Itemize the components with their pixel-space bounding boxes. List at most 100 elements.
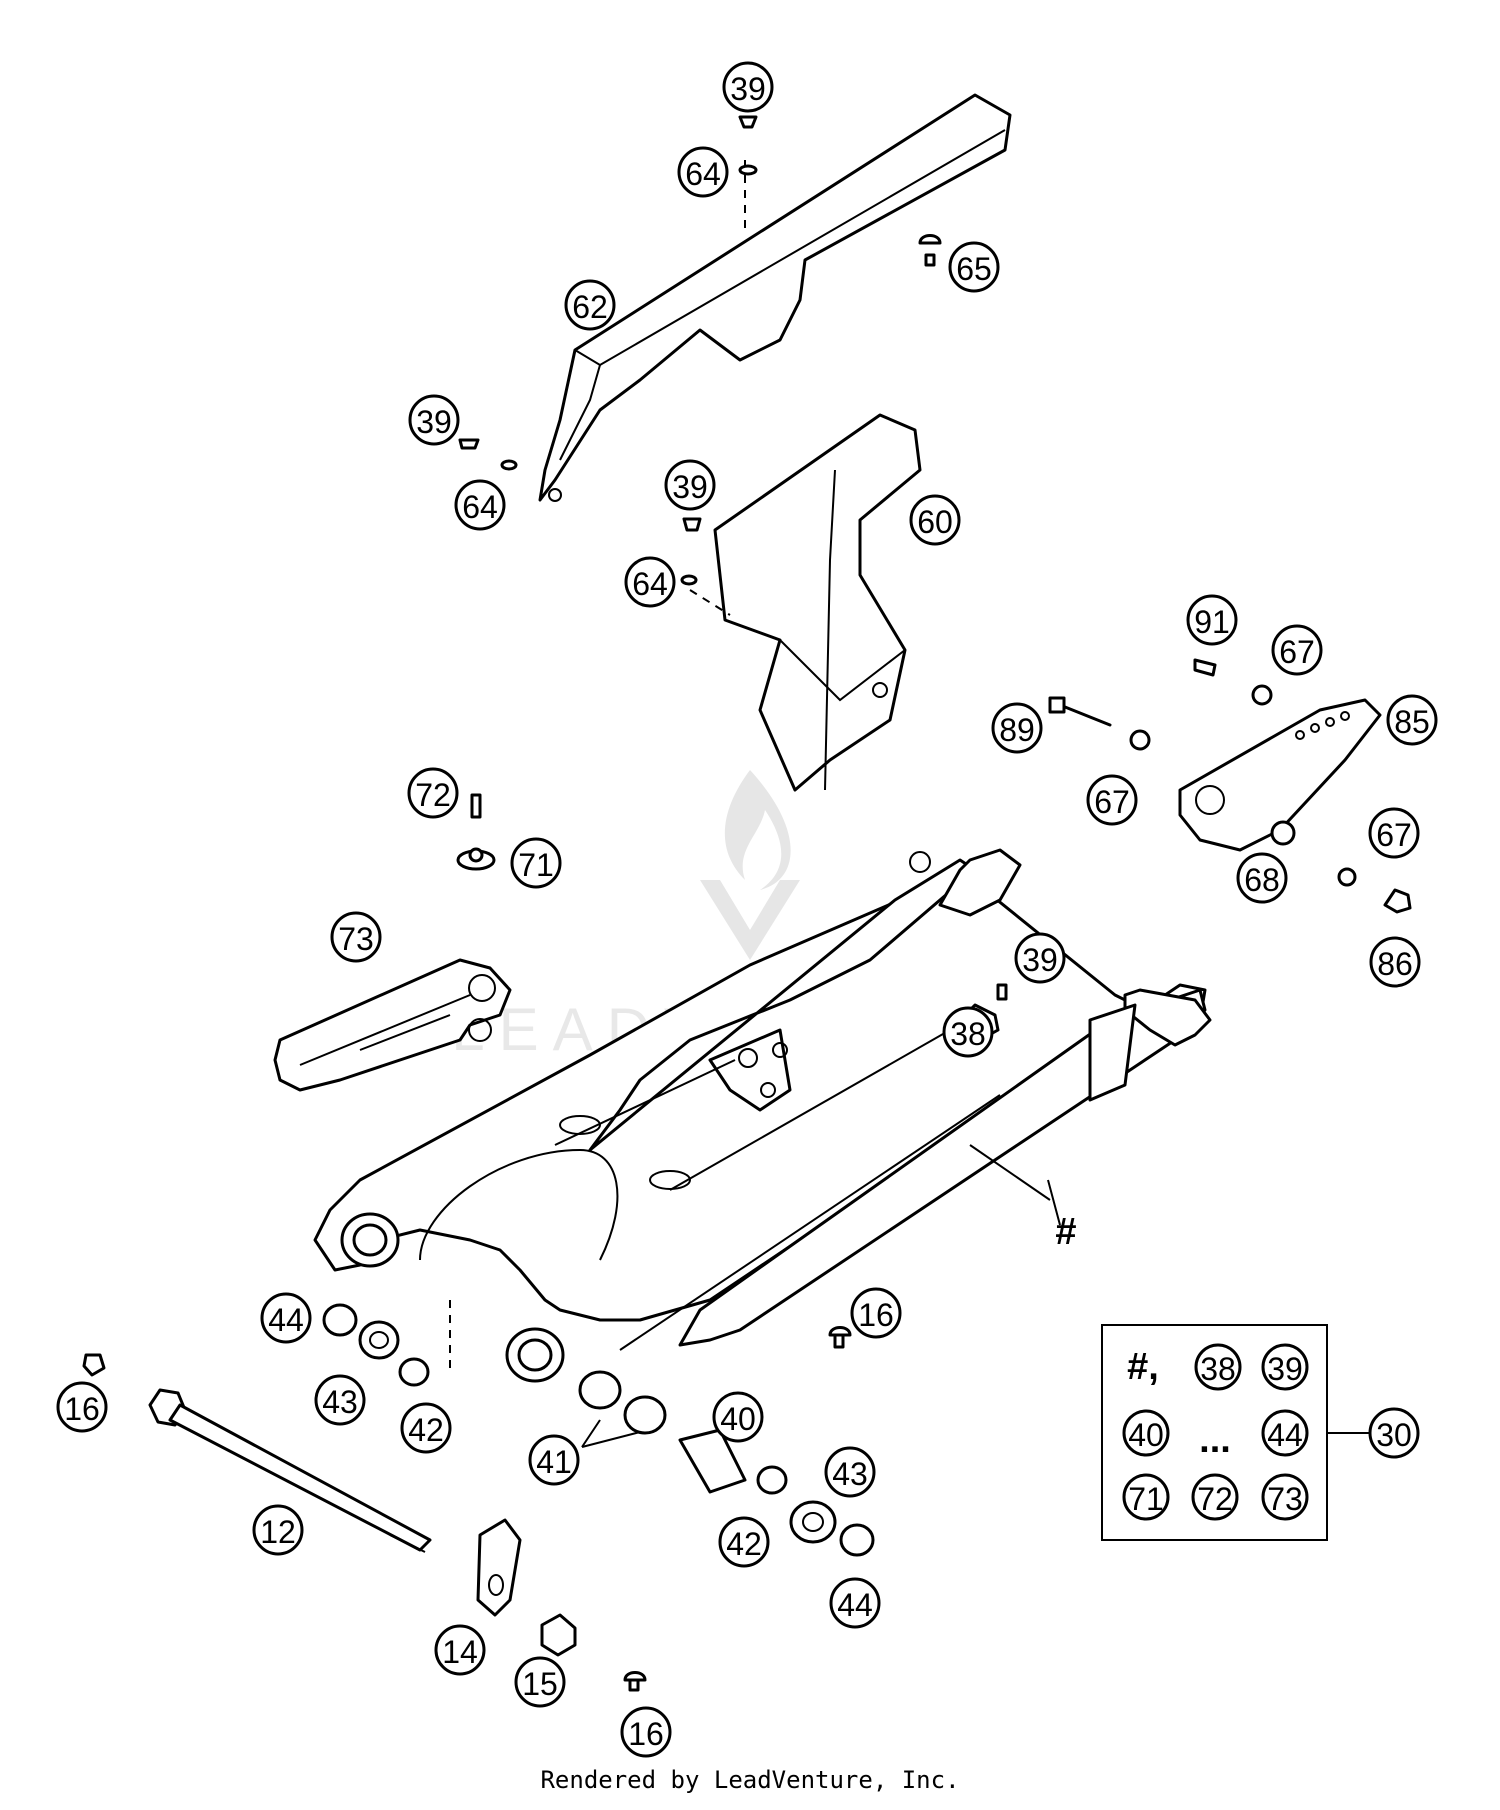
kit-box-ellipsis: ... [1199, 1419, 1231, 1461]
callout-number: 42 [726, 1526, 762, 1562]
callout-64: 64 [624, 556, 676, 608]
callout-number: 16 [64, 1391, 100, 1427]
svg-text:73: 73 [1267, 1481, 1303, 1517]
callout-number: 68 [1244, 862, 1280, 898]
callout-number: 14 [442, 1634, 478, 1670]
callout-number: 64 [632, 566, 668, 602]
callout-circle [1369, 936, 1421, 988]
callout-number: 39 [1022, 942, 1058, 978]
callout-circle [718, 1516, 770, 1568]
svg-text:72: 72 [1197, 1481, 1233, 1517]
pivot-hardware [82, 115, 942, 1692]
swingarm-pivot-bolt [148, 1388, 432, 1553]
swingarm [313, 848, 1212, 1383]
callout-circle [829, 1577, 881, 1629]
callout-circle [454, 479, 506, 531]
callout-circle [407, 767, 459, 819]
callout-circle [1271, 624, 1323, 676]
callout-67: 67 [1368, 807, 1420, 859]
callout-number: 85 [1394, 704, 1430, 740]
svg-text:39: 39 [1267, 1351, 1303, 1387]
leader-lines [1047, 1179, 1061, 1226]
callout-64: 64 [677, 146, 729, 198]
callout-16: 16 [620, 1706, 672, 1758]
kit-box-item: 71 [1122, 1473, 1170, 1521]
callout-circle [909, 494, 961, 546]
callout-68: 68 [1236, 852, 1288, 904]
callout-65: 65 [948, 241, 1000, 293]
callout-41: 41 [528, 1434, 580, 1486]
callout-73: 73 [330, 911, 382, 963]
callout-circle [824, 1446, 876, 1498]
svg-text:44: 44 [1267, 1417, 1303, 1453]
callout-circle [314, 1374, 366, 1426]
callout-circle [1186, 594, 1238, 646]
kit-box-item: 40 [1122, 1409, 1170, 1457]
callout-72: 72 [407, 767, 459, 819]
callout-number: 86 [1377, 946, 1413, 982]
chain-slider-guide [1048, 658, 1412, 914]
callout-circle [712, 1391, 764, 1443]
callout-67: 67 [1271, 624, 1323, 676]
callout-number: 38 [950, 1016, 986, 1052]
callout-71: 71 [510, 837, 562, 889]
callout-16: 16 [56, 1381, 108, 1433]
callout-circle [942, 1006, 994, 1058]
callout-42: 42 [400, 1402, 452, 1454]
callout-number: 16 [858, 1297, 894, 1333]
callout-circle [1368, 807, 1420, 859]
callout-circle [528, 1434, 580, 1486]
callout-circle [664, 459, 716, 511]
callout-circle [1236, 852, 1288, 904]
svg-text:40: 40 [1128, 1417, 1164, 1453]
kit-box-item: 73 [1261, 1473, 1309, 1521]
callout-circle [434, 1624, 486, 1676]
kit-box-item: 72 [1191, 1473, 1239, 1521]
callout-43: 43 [314, 1374, 366, 1426]
callout-circle [948, 241, 1000, 293]
kit-box-hash-label: #, [1127, 1346, 1159, 1388]
callout-circle [56, 1381, 108, 1433]
callout-circle [260, 1292, 312, 1344]
callout-42: 42 [718, 1516, 770, 1568]
chain-guard-lower [689, 413, 922, 792]
callout-circle [408, 394, 460, 446]
callout-circle [514, 1656, 566, 1708]
callout-number: 39 [672, 469, 708, 505]
callout-number: 39 [416, 404, 452, 440]
callout-39: 39 [722, 61, 774, 113]
svg-text:30: 30 [1376, 1417, 1412, 1453]
callout-67: 67 [1086, 774, 1138, 826]
callout-number: 64 [462, 489, 498, 525]
callout-number: 39 [730, 71, 766, 107]
callout-number: 67 [1376, 817, 1412, 853]
callout-number: 71 [518, 847, 554, 883]
callout-16: 16 [850, 1287, 902, 1339]
kit-box-item: 39 [1261, 1343, 1309, 1391]
callout-number: 73 [338, 921, 374, 957]
callout-39: 39 [1014, 932, 1066, 984]
callout-86: 86 [1369, 936, 1421, 988]
callout-39: 39 [408, 394, 460, 446]
callout-circle [1086, 774, 1138, 826]
swingarm-hash-label: # [1055, 1211, 1076, 1253]
callout-44: 44 [829, 1577, 881, 1629]
kit-box-item: 44 [1261, 1409, 1309, 1457]
callout-circle [252, 1504, 304, 1556]
callout-39: 39 [664, 459, 716, 511]
callout-40: 40 [712, 1391, 764, 1443]
callout-number: 15 [522, 1666, 558, 1702]
callout-circle [1386, 694, 1438, 746]
callout-12: 12 [252, 1504, 304, 1556]
callout-number: 62 [572, 289, 608, 325]
callout-number: 64 [685, 156, 721, 192]
chain-guard-upper [538, 93, 1012, 502]
callout-64: 64 [454, 479, 506, 531]
callout-number: 12 [260, 1514, 296, 1550]
callout-number: 42 [408, 1412, 444, 1448]
callout-circle [620, 1706, 672, 1758]
footer-credit: Rendered by LeadVenture, Inc. [540, 1766, 959, 1794]
callout-circle [1014, 932, 1066, 984]
